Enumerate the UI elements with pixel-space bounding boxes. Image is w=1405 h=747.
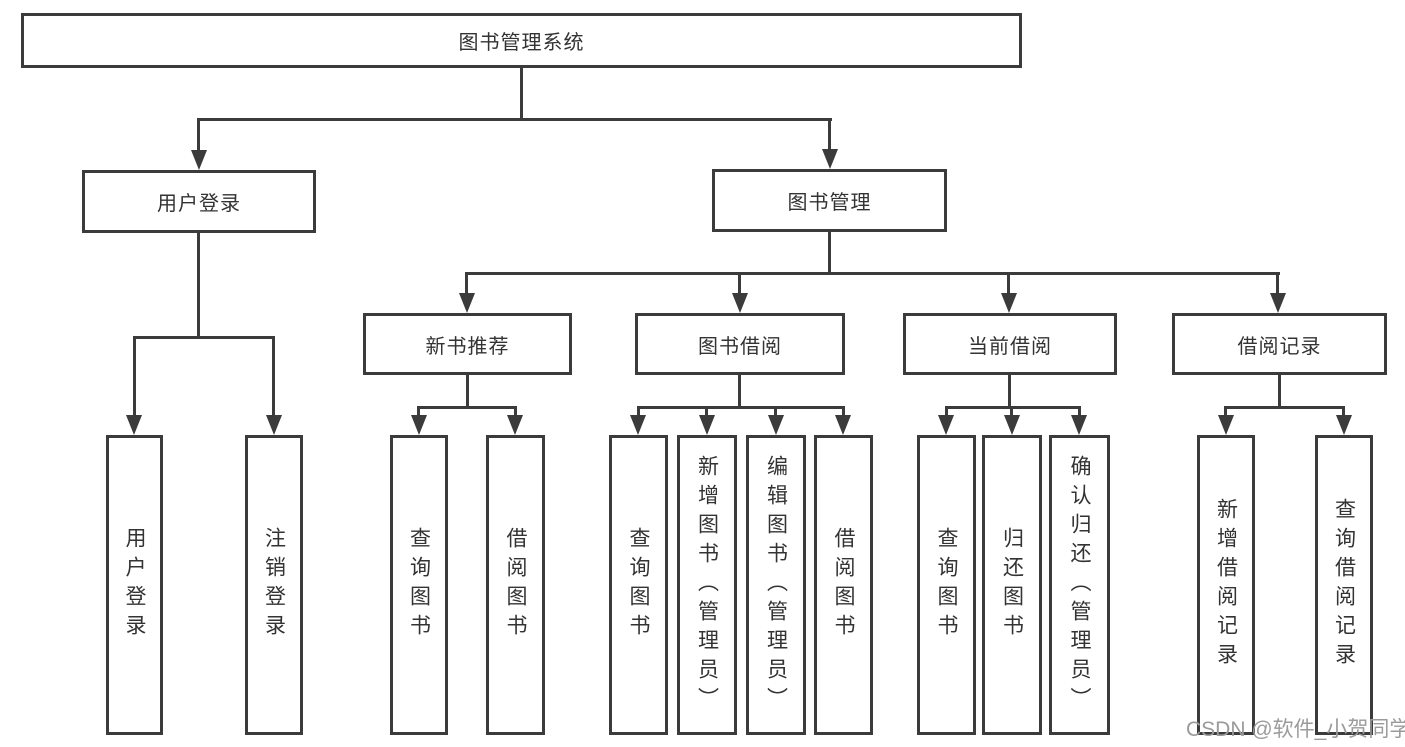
connector-line [774,406,777,416]
arrow-down-icon [822,149,838,169]
connector-line [945,406,1081,409]
connector-line [514,406,517,416]
node-add-books-admin: 新增图书（管理员） [677,435,737,735]
node-current-borrowing: 当前借阅 [903,313,1117,375]
node-label: 当前借阅 [968,335,1052,358]
node-query-books-current: 查询图书 [917,435,976,735]
node-label: 查询图书 [627,527,650,643]
node-label: 查询借阅记录 [1332,498,1356,672]
node-edit-books-admin: 编辑图书（管理员） [746,435,806,735]
node-book-management: 图书管理 [712,169,947,232]
connector-line [197,118,200,150]
node-label: 图书管理系统 [458,32,585,54]
node-label: 新增借阅记录 [1214,498,1238,672]
connector-line [1010,406,1013,416]
node-borrowing-records: 借阅记录 [1172,313,1387,375]
connector-line [465,272,468,293]
node-label: 编辑图书（管理员） [764,454,788,716]
csdn-watermark: CSDN @软件_小贺同学 [1186,718,1405,741]
node-borrow-books-recommend: 借阅图书 [486,435,545,735]
arrow-down-icon [1336,415,1352,435]
arrow-down-icon [732,293,748,313]
node-label: 借阅图书 [504,527,527,643]
connector-line [1224,406,1227,416]
connector-line [1007,272,1010,293]
node-label: 新增图书（管理员） [695,454,719,716]
node-book-borrowing: 图书借阅 [635,313,845,375]
node-user-login: 用户登录 [82,170,316,233]
node-label: 用户登录 [157,193,241,215]
node-label: 图书管理 [787,192,872,214]
connector-line [418,406,517,409]
connector-line [828,232,831,274]
node-label: 查询图书 [407,527,431,643]
node-label: 注销登录 [262,527,286,643]
arrow-down-icon [191,150,207,170]
node-book-management-system: 图书管理系统 [21,13,1022,68]
arrow-down-icon [266,415,282,435]
connector-line [738,375,741,408]
connector-line [1224,406,1345,409]
node-query-books-recommend: 查询图书 [390,435,448,735]
connector-line [1278,375,1281,408]
node-return-books: 归还图书 [982,435,1042,735]
connector-line [828,118,831,149]
arrow-down-icon [1218,415,1234,435]
arrow-down-icon [126,415,142,435]
connector-line [637,406,640,416]
node-confirm-return-admin: 确认归还（管理员） [1049,435,1110,735]
arrow-down-icon [699,415,715,435]
connector-line [520,68,523,118]
connector-line [637,406,845,409]
node-add-borrow-record: 新增借阅记录 [1197,435,1255,735]
connector-line [417,406,420,416]
connector-line [466,272,1280,275]
node-label: 新书推荐 [425,335,510,358]
node-borrow-books: 借阅图书 [814,435,873,735]
connector-line [197,233,200,338]
connector-line [198,118,832,121]
node-query-books-borrow: 查询图书 [609,435,668,735]
connector-line [133,336,275,339]
arrow-down-icon [630,415,646,435]
connector-line [1008,375,1011,408]
node-label: 确认归还（管理员） [1068,454,1091,716]
arrow-down-icon [1001,293,1017,313]
arrow-down-icon [507,415,523,435]
arrow-down-icon [835,415,851,435]
node-label: 借阅记录 [1237,335,1322,358]
connector-line [272,336,275,415]
connector-line [705,406,708,416]
arrow-down-icon [768,415,784,435]
node-label: 借阅图书 [832,527,855,643]
connector-line [466,375,469,408]
connector-line [1342,406,1345,416]
connector-line [133,336,136,415]
node-new-book-recommendation: 新书推荐 [363,313,572,375]
node-label: 图书借阅 [698,335,782,358]
connector-line [1276,272,1279,293]
arrow-down-icon [1071,415,1087,435]
arrow-down-icon [411,415,427,435]
connector-line [842,406,845,416]
node-label: 用户登录 [123,527,146,643]
node-logout: 注销登录 [245,435,303,735]
arrow-down-icon [1004,415,1020,435]
connector-line [1078,406,1081,416]
node-label: 查询图书 [935,527,958,643]
arrow-down-icon [459,293,475,313]
node-user-login-leaf: 用户登录 [106,435,163,735]
node-query-borrow-record: 查询借阅记录 [1315,435,1373,735]
connector-line [738,272,741,293]
arrow-down-icon [1270,293,1286,313]
connector-line [945,406,948,416]
node-label: 归还图书 [1000,527,1024,643]
arrow-down-icon [938,415,954,435]
